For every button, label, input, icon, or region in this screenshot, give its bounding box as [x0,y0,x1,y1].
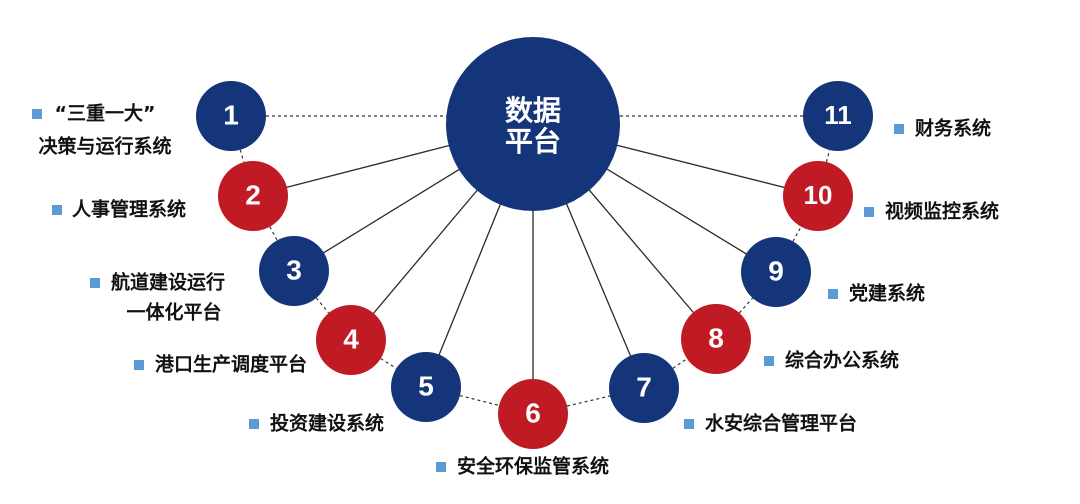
system-label-11: 财务系统 [894,117,991,140]
system-label-3-line-1: 航道建设运行 [111,271,225,294]
hub-label-line1: 数据 [505,94,561,127]
system-node-1: 1 [196,81,266,151]
bullet-square-icon [764,356,774,366]
system-node-2: 2 [218,161,288,231]
system-node-3: 3 [259,236,329,306]
system-label-2: 人事管理系统 [52,198,186,221]
hub-node: 数据 平台 [446,37,620,211]
ring-segment-7-8 [672,358,688,369]
system-node-8: 8 [681,304,751,374]
ring-segment-9-10 [792,226,802,242]
system-label-4: 港口生产调度平台 [134,353,307,376]
ring-segment-4-5 [380,358,397,369]
system-label-8: 综合办公系统 [764,349,899,372]
hub-spoke-8 [587,188,695,314]
bullet-square-icon [436,462,446,472]
hub-spoke-2 [285,144,451,189]
system-label-3-line-2: 一体化平台 [126,301,221,324]
bullet-square-icon [684,419,694,429]
system-node-10: 10 [783,161,853,231]
system-node-7: 7 [609,353,679,423]
system-label-7: 水安综合管理平台 [684,412,857,435]
bullet-square-icon [894,124,904,134]
bullet-square-icon [90,278,100,288]
ring-segment-10-11 [825,149,831,163]
ring-segment-6-7 [566,395,611,407]
system-node-7-circle [609,353,679,423]
system-node-11-number: 11 [824,100,852,130]
ring-segment-1-2 [239,149,245,163]
system-label-9-line-1: 党建系统 [849,282,925,305]
system-node-7-number: 7 [636,371,652,402]
system-label-6-line-1: 安全环保监管系统 [457,455,609,478]
hub-circle [446,37,620,211]
system-node-3-number: 3 [286,254,302,285]
system-label-1-line-1: “三重一大” [55,102,156,125]
system-labels: “三重一大” 决策与运行系统人事管理系统航道建设运行一体化平台港口生产调度平台投资… [32,102,999,478]
system-node-10-number: 10 [804,180,833,210]
system-nodes: 1 2 3 4 5 6 7 8 9 10 11 [196,81,873,449]
system-label-5-line-1: 投资建设系统 [270,412,384,435]
ring-segment-3-4 [315,297,330,314]
system-node-3-circle [259,236,329,306]
bullet-square-icon [828,289,838,299]
system-label-9: 党建系统 [828,282,925,305]
system-node-5-circle [391,352,461,422]
system-node-9: 9 [741,237,811,307]
hub-spoke-4 [372,188,479,315]
hub-spoke-7 [565,202,632,357]
system-label-4-line-1: 港口生产调度平台 [155,353,307,376]
system-node-9-circle [741,237,811,307]
system-label-5: 投资建设系统 [249,412,384,435]
system-node-1-number: 1 [223,99,239,130]
hub-spoke-3 [322,167,461,254]
system-node-4-number: 4 [343,323,359,354]
ring-segment-2-3 [269,226,278,241]
system-label-10: 视频监控系统 [864,200,999,223]
system-label-7-line-1: 水安综合管理平台 [705,412,857,435]
ring-segment-8-9 [738,297,754,314]
system-label-6: 安全环保监管系统 [436,455,609,478]
system-node-5-number: 5 [418,370,434,401]
system-node-1-circle [196,81,266,151]
hub-label-line2: 平台 [505,125,561,158]
system-node-8-circle [681,304,751,374]
system-label-1: “三重一大” 决策与运行系统 [32,102,172,158]
hub-connectors [266,115,803,380]
system-label-10-line-1: 视频监控系统 [885,200,999,223]
system-node-4-circle [316,305,386,375]
bullet-square-icon [864,207,874,217]
system-node-2-number: 2 [245,179,261,210]
system-node-11: 11 [803,81,873,151]
ring-dashed-path [239,149,831,407]
system-node-10-circle [783,161,853,231]
system-node-2-circle [218,161,288,231]
system-label-1-line-2: 决策与运行系统 [38,135,171,158]
system-node-6: 6 [498,379,568,449]
bullet-square-icon [249,419,259,429]
bullet-square-icon [52,205,62,215]
hub-spoke-9 [605,167,748,255]
system-node-6-number: 6 [525,397,541,428]
system-label-8-line-1: 综合办公系统 [785,349,899,372]
system-label-2-line-1: 人事管理系统 [72,198,186,221]
ring-segment-5-6 [459,394,500,407]
system-label-11-line-1: 财务系统 [915,117,991,140]
system-node-8-number: 8 [708,322,724,353]
system-node-11-circle [803,81,873,151]
bullet-square-icon [134,360,144,370]
bullet-square-icon [32,109,42,119]
hub-spoke-10 [615,144,786,189]
system-node-9-number: 9 [768,255,784,286]
hub-spoke-5 [438,202,502,356]
system-node-4: 4 [316,305,386,375]
system-node-6-circle [498,379,568,449]
system-node-5: 5 [391,352,461,422]
